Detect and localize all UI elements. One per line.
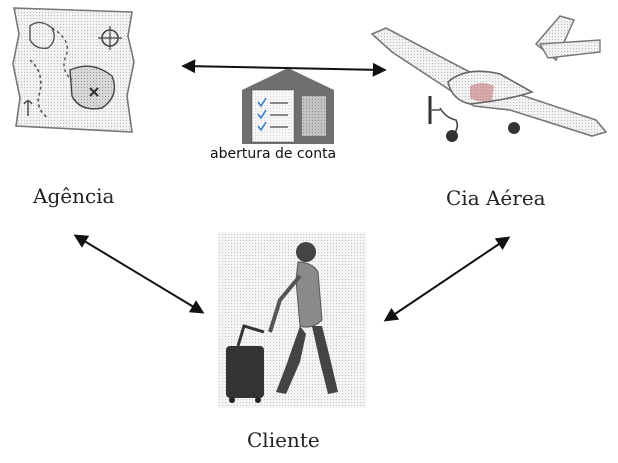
node-label-agencia: Agência bbox=[33, 184, 115, 208]
arrow-agencia-cia-aerea bbox=[181, 59, 387, 77]
treasure-map-icon bbox=[12, 7, 135, 133]
arrow-agencia-cliente bbox=[73, 234, 205, 314]
airplane-icon bbox=[370, 15, 608, 142]
node-label-cliente: Cliente bbox=[247, 428, 320, 452]
arrow-cliente-cia-aerea bbox=[383, 236, 511, 322]
edge-label-abertura-de-conta: abertura de conta bbox=[210, 146, 337, 162]
account-opening-document-icon bbox=[242, 68, 334, 144]
node-label-cia-aerea: Cia Aérea bbox=[446, 186, 546, 210]
traveler-with-suitcase-icon bbox=[218, 232, 366, 408]
